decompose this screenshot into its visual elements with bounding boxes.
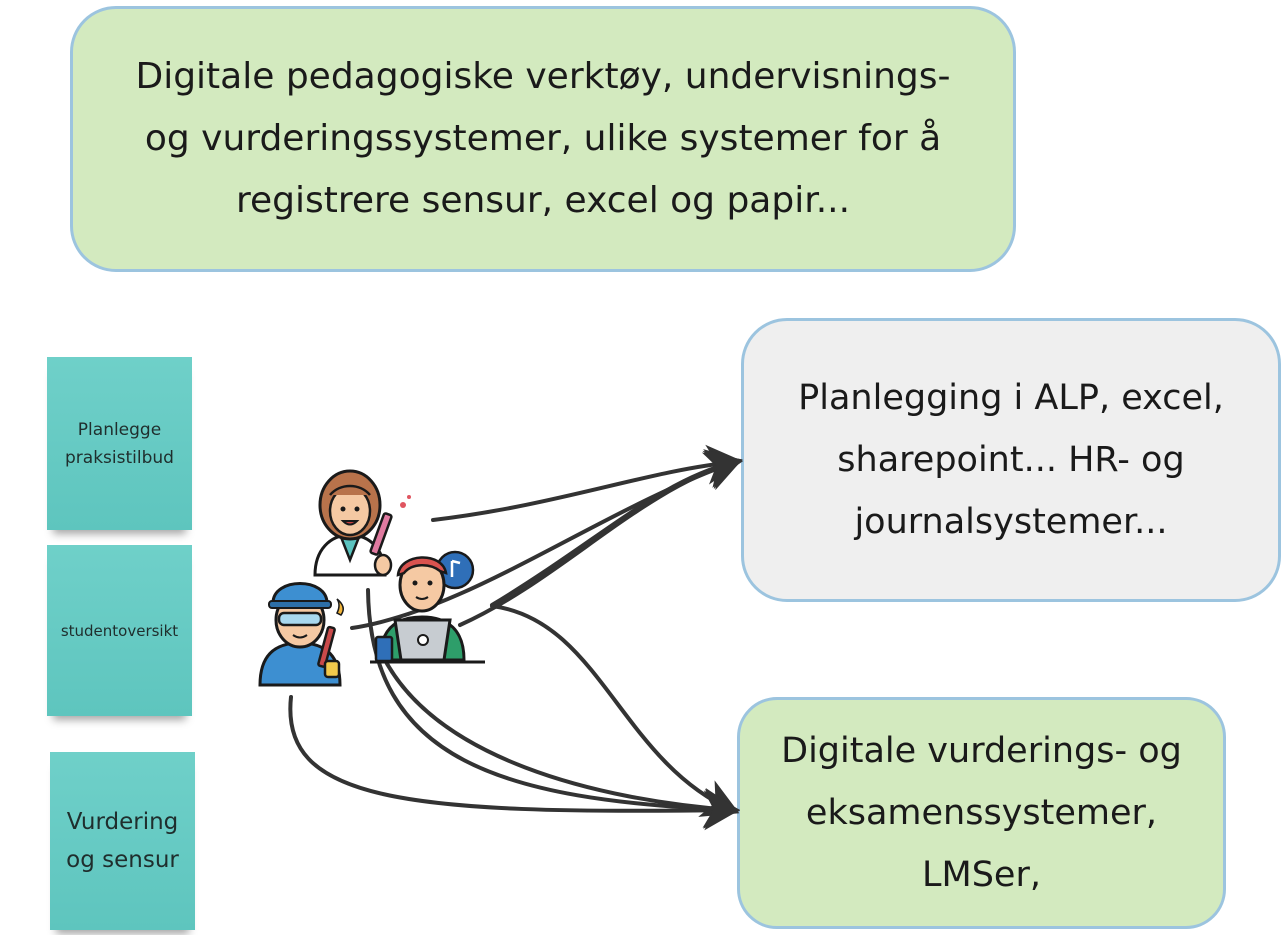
sticky-planning-line-2: praksistilbud bbox=[65, 447, 174, 468]
evaluation-box-text: Digitale vurderings- og eksamenssystemer… bbox=[781, 720, 1182, 906]
planning-box-text: Planlegging i ALP, excel, sharepoint... … bbox=[798, 367, 1224, 553]
top-box-line-3: registrere sensur, excel og papir... bbox=[235, 180, 851, 221]
top-box-line-1: Digitale pedagogiske verktøy, undervisni… bbox=[135, 56, 951, 97]
top-box-line-2: og vurderingssystemer, ulike systemer fo… bbox=[144, 118, 942, 159]
arrow-doctor-to-planning bbox=[431, 444, 743, 522]
sticky-note-evaluation: Vurdering og sensur bbox=[50, 752, 195, 930]
sticky-evaluation-line-1: Vurdering bbox=[66, 809, 179, 835]
doctor-icon bbox=[313, 469, 411, 577]
evaluation-box-line-2: eksamenssystemer, bbox=[805, 793, 1158, 833]
evaluation-box-line-3: LMSer, bbox=[922, 855, 1041, 895]
arrow-worker-to-evaluation-2 bbox=[378, 648, 740, 828]
top-box-text: Digitale pedagogiske verktøy, undervisni… bbox=[135, 46, 950, 232]
arrow-welder-to-evaluation bbox=[288, 695, 740, 831]
sticky-note-planning: Planlegge praksistilbud bbox=[47, 357, 192, 530]
sticky-planning-line-1: Planlegge bbox=[77, 419, 162, 440]
evaluation-box-line-1: Digitale vurderings- og bbox=[781, 731, 1182, 771]
planning-box-line-2: sharepoint... HR- og bbox=[837, 440, 1185, 480]
welder-icon bbox=[258, 582, 344, 687]
laptop-worker-icon bbox=[370, 550, 485, 664]
planning-box: Planlegging i ALP, excel, sharepoint... … bbox=[741, 318, 1281, 602]
sticky-note-student-overview: studentoversikt bbox=[47, 545, 192, 716]
planning-box-line-3: journalsystemer... bbox=[854, 502, 1168, 542]
evaluation-box: Digitale vurderings- og eksamenssystemer… bbox=[737, 697, 1226, 929]
arrow-worker-to-planning-2 bbox=[490, 449, 743, 607]
sticky-evaluation-line-2: og sensur bbox=[66, 847, 179, 873]
top-box-digital-tools: Digitale pedagogiske verktøy, undervisni… bbox=[70, 6, 1016, 272]
arrow-worker-to-evaluation bbox=[490, 604, 740, 817]
sticky-student-overview-text: studentoversikt bbox=[60, 621, 179, 640]
planning-box-line-1: Planlegging i ALP, excel, bbox=[798, 378, 1224, 418]
people-illustration bbox=[258, 469, 485, 687]
